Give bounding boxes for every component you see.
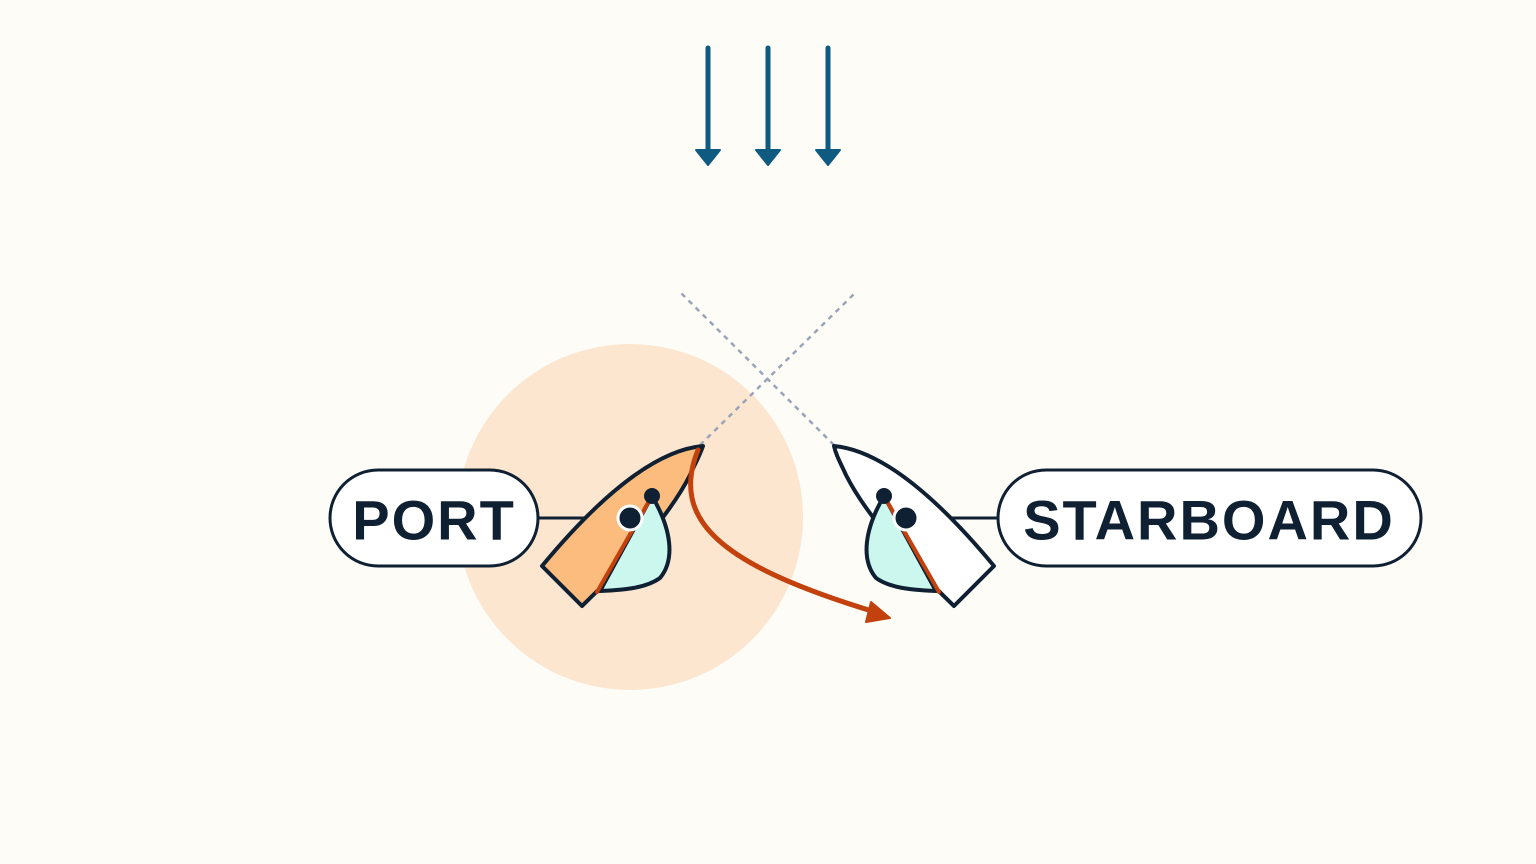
starboard-label: STARBOARD	[996, 468, 1423, 568]
port-mast	[644, 488, 660, 504]
port-tack-boat	[540, 444, 705, 608]
wind-arrow-icon	[755, 45, 781, 166]
port-label-text: PORT	[352, 489, 516, 552]
avoidance-path-line	[688, 447, 878, 615]
wind-arrows	[695, 45, 841, 166]
wind-arrow-icon	[815, 45, 841, 166]
port-pivot-dot	[616, 504, 644, 532]
starboard-tack-boat	[832, 444, 996, 608]
starboard-pivot-dot	[892, 504, 920, 532]
starboard-sail	[864, 494, 938, 593]
port-course-line	[699, 292, 856, 446]
starboard-label-pill	[996, 468, 1423, 568]
starboard-label-text: STARBOARD	[1023, 489, 1395, 552]
starboard-boom	[882, 494, 941, 594]
port-label: PORT	[328, 468, 540, 568]
port-boom	[595, 494, 654, 594]
avoidance-arrowhead-icon	[865, 601, 891, 623]
port-label-pill	[328, 468, 540, 568]
avoidance-path	[688, 447, 891, 623]
starboard-mast	[876, 488, 892, 504]
port-sail	[598, 494, 672, 593]
course-lines	[680, 292, 856, 446]
wind-arrow-icon	[695, 45, 721, 166]
